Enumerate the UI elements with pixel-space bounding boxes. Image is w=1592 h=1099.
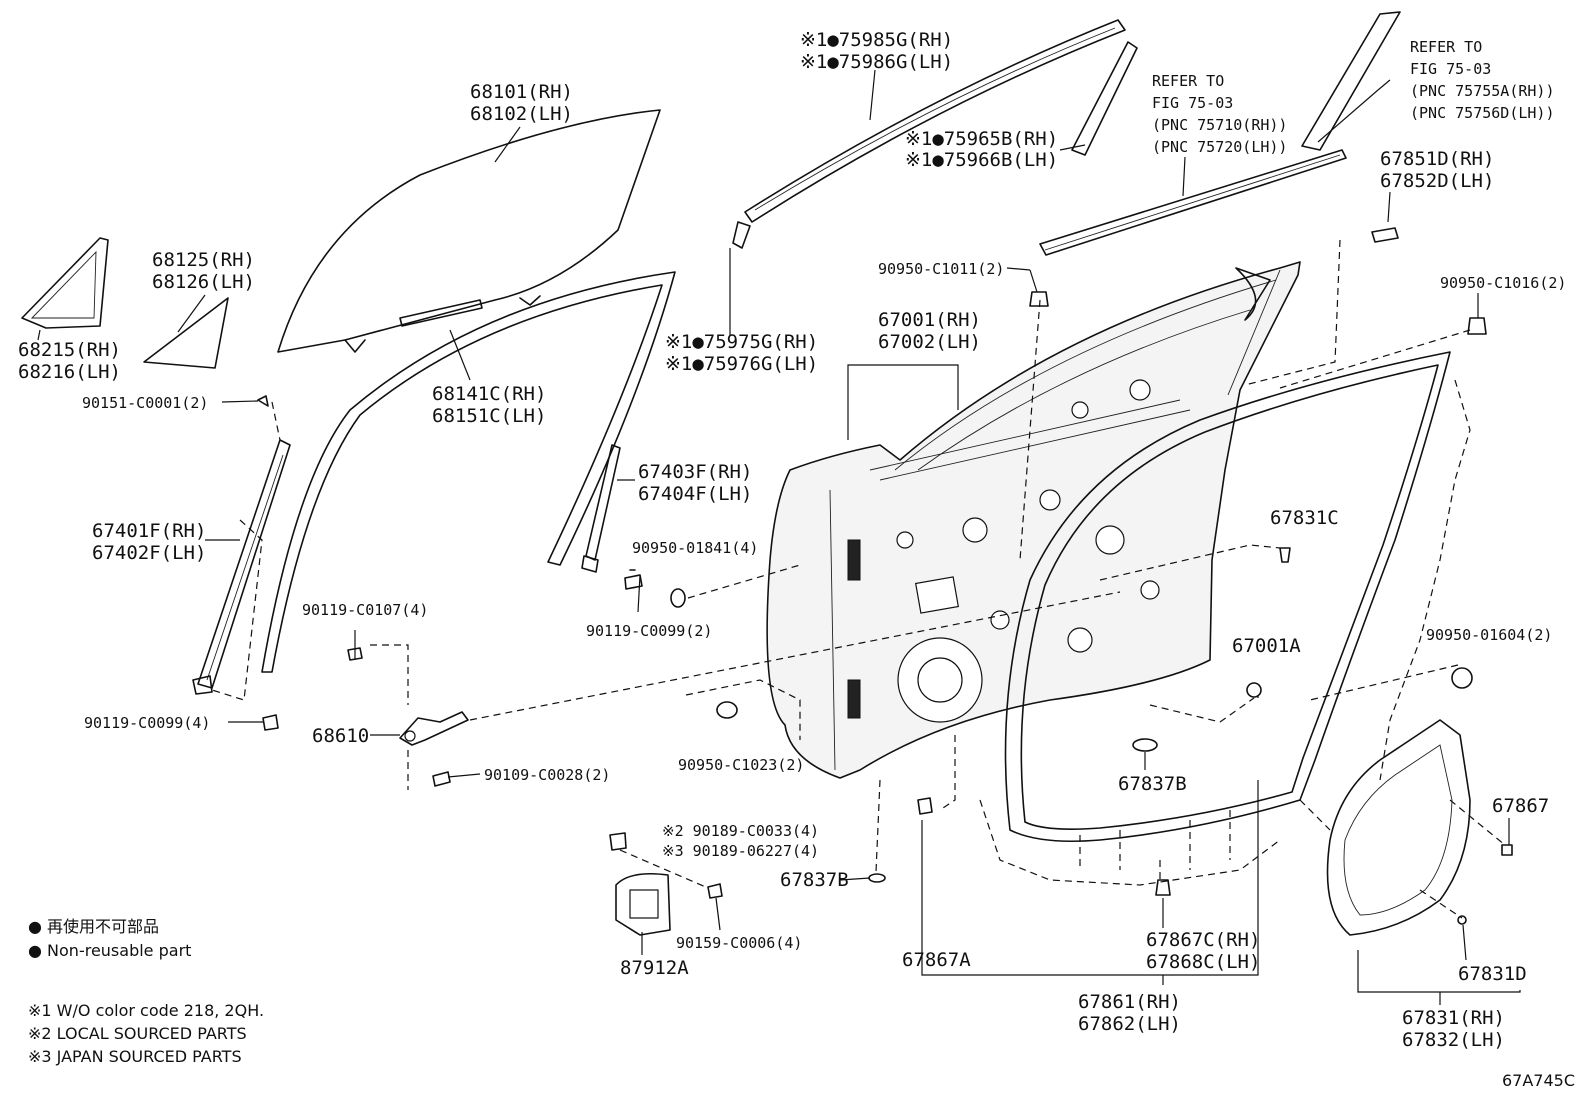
label-67002: 67002(LH) [878,331,981,353]
label-90950-c1011: 90950-C1011(2) [878,260,1004,278]
figure-code: 67A745C [1502,1071,1575,1090]
label-75966b: ※1●75966B(LH) [905,149,1058,171]
label-67832: 67832(LH) [1402,1029,1505,1051]
drip-molding-part [732,19,1126,249]
label-refer-pnc-75755a: (PNC 75755A(RH)) [1410,82,1555,100]
label-75975g: ※1●75975G(RH) [665,331,818,353]
footnote-2: ※2 LOCAL SOURCED PARTS [28,1024,247,1043]
assembly-dashed-lines [211,239,1506,919]
label-68102: 68102(LH) [470,103,573,125]
label-90189-06227: ※3 90189-06227(4) [662,842,819,860]
label-75986g: ※1●75986G(LH) [800,51,953,73]
footnotes: ※1 W/O color code 218, 2QH. ※2 LOCAL SOU… [28,1001,264,1066]
label-refer-pnc-75720: (PNC 75720(LH)) [1152,138,1287,156]
label-90109-c0028: 90109-C0028(2) [484,766,610,784]
quarter-glass-part [143,297,229,369]
label-68610: 68610 [312,725,369,747]
label-67868c: 67868C(LH) [1146,951,1260,973]
label-refer-pnc-75710: (PNC 75710(RH)) [1152,116,1287,134]
door-check-part [399,711,469,746]
legend-nonreusable-en: ● Non-reusable part [28,941,191,960]
pillar-garnish-part [1071,41,1138,156]
bracket-part [615,872,671,936]
label-67861: 67861(RH) [1078,991,1181,1013]
label-refer-to-2: REFER TO [1410,38,1482,56]
fasteners [257,227,1513,925]
label-refer-fig-2: FIG 75-03 [1410,60,1491,78]
label-68101: 68101(RH) [470,81,573,103]
front-lower-frame-part [192,439,291,695]
label-67837b-1: 67837B [1118,773,1187,795]
leader-lines [37,69,1521,1005]
label-68141c: 68141C(RH) [432,383,546,405]
door-weatherstrip-part [1004,267,1451,843]
label-68216: 68216(LH) [18,361,121,383]
label-90159-c0006: 90159-C0006(4) [676,934,802,952]
footnote-1: ※1 W/O color code 218, 2QH. [28,1001,264,1020]
label-67867c: 67867C(RH) [1146,929,1260,951]
label-67404f: 67404F(LH) [638,483,752,505]
glass-run-channel-part [261,271,676,673]
corner-seal-part [21,237,109,329]
label-75985g: ※1●75985G(RH) [800,29,953,51]
legend: ● 再使用不可部品 ● Non-reusable part [28,917,191,960]
label-75976g: ※1●75976G(LH) [665,353,818,375]
label-67001a: 67001A [1232,635,1301,657]
label-67402f: 67402F(LH) [92,542,206,564]
label-68126: 68126(LH) [152,271,255,293]
legend-nonreusable-ja: ● 再使用不可部品 [28,917,159,936]
label-67831: 67831(RH) [1402,1007,1505,1029]
label-67831d: 67831D [1458,963,1527,985]
label-90151-c0001: 90151-C0001(2) [82,394,208,412]
label-67867: 67867 [1492,795,1549,817]
label-refer-fig-1: FIG 75-03 [1152,94,1233,112]
label-90119-c0099-a: 90119-C0099(2) [586,622,712,640]
label-68215: 68215(RH) [18,339,121,361]
label-67837b-2: 67837B [780,869,849,891]
b-pillar-garnish-part [1301,11,1401,151]
label-67831c: 67831C [1270,507,1339,529]
label-67001: 67001(RH) [878,309,981,331]
rear-lower-frame-part [581,444,621,573]
belt-molding-part [1039,149,1347,256]
label-90950-c1016: 90950-C1016(2) [1440,274,1566,292]
label-67862: 67862(LH) [1078,1013,1181,1035]
label-67851d: 67851D(RH) [1380,148,1494,170]
label-90119-c0099-b: 90119-C0099(4) [84,714,210,732]
label-67867a: 67867A [902,949,971,971]
label-75965b: ※1●75965B(RH) [905,128,1058,150]
service-hole-cover-part [1326,719,1471,936]
label-90119-c0107: 90119-C0107(4) [302,601,428,619]
footnote-3: ※3 JAPAN SOURCED PARTS [28,1047,242,1066]
door-panel-part [766,261,1301,779]
label-90950-01841: 90950-01841(4) [632,539,758,557]
label-67401f: 67401F(RH) [92,520,206,542]
label-refer-to-1: REFER TO [1152,72,1224,90]
label-90189-c0033: ※2 90189-C0033(4) [662,822,819,840]
label-refer-pnc-75756d: (PNC 75756D(LH)) [1410,104,1555,122]
label-90950-c1023: 90950-C1023(2) [678,756,804,774]
label-90950-01604: 90950-01604(2) [1426,626,1552,644]
label-87912a: 87912A [620,957,689,979]
label-68151c: 68151C(LH) [432,405,546,427]
label-68125: 68125(RH) [152,249,255,271]
door-glass-part [277,109,661,353]
label-67403f: 67403F(RH) [638,461,752,483]
label-67852d: 67852D(LH) [1380,170,1494,192]
part-labels: ※1●75985G(RH) ※1●75986G(LH) 68101(RH) 68… [18,29,1566,1051]
